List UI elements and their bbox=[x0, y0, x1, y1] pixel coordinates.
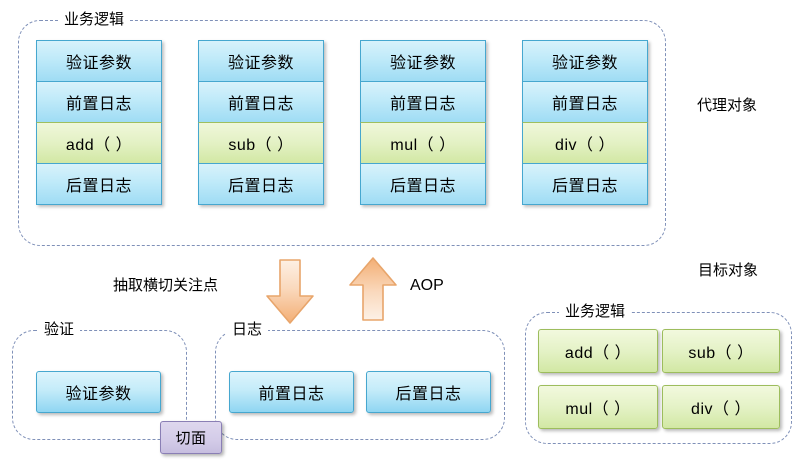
target-group-label: 业务逻辑 bbox=[559, 303, 632, 321]
target-object-label: 目标对象 bbox=[698, 262, 759, 279]
cell-after-log: 后置日志 bbox=[360, 163, 486, 205]
aspect-box-before-log: 前置日志 bbox=[229, 371, 354, 413]
target-method-add: add（ ） bbox=[538, 329, 658, 373]
log-aspect-group bbox=[215, 330, 505, 440]
proxy-object-label: 代理对象 bbox=[697, 97, 758, 114]
target-method-mul: mul（ ） bbox=[538, 385, 658, 429]
target-method-div: div（ ） bbox=[662, 385, 780, 429]
cell-validate-params: 验证参数 bbox=[360, 40, 486, 82]
cell-after-log: 后置日志 bbox=[522, 163, 648, 205]
aspect-box-validate-params: 验证参数 bbox=[36, 371, 161, 413]
cell-before-log: 前置日志 bbox=[360, 81, 486, 123]
cell-validate-params: 验证参数 bbox=[522, 40, 648, 82]
cell-before-log: 前置日志 bbox=[198, 81, 324, 123]
cell-method-div: div（ ） bbox=[522, 122, 648, 164]
extract-crosscutting-label: 抽取横切关注点 bbox=[113, 277, 219, 294]
cell-validate-params: 验证参数 bbox=[198, 40, 324, 82]
proxy-method-stack-mul: 验证参数 前置日志 mul（ ） 后置日志 bbox=[360, 40, 486, 205]
log-group-label: 日志 bbox=[226, 321, 269, 339]
cell-method-sub: sub（ ） bbox=[198, 122, 324, 164]
target-method-sub: sub（ ） bbox=[662, 329, 780, 373]
down-arrow-icon bbox=[264, 258, 316, 326]
cell-method-add: add（ ） bbox=[36, 122, 162, 164]
cell-before-log: 前置日志 bbox=[522, 81, 648, 123]
cell-before-log: 前置日志 bbox=[36, 81, 162, 123]
target-business-logic-group bbox=[525, 312, 792, 444]
cell-after-log: 后置日志 bbox=[36, 163, 162, 205]
aop-label: AOP bbox=[410, 277, 444, 294]
aspect-badge: 切面 bbox=[160, 421, 222, 454]
proxy-business-logic-group bbox=[18, 20, 666, 246]
validate-group-label: 验证 bbox=[38, 321, 81, 339]
validate-aspect-group bbox=[12, 330, 187, 440]
cell-validate-params: 验证参数 bbox=[36, 40, 162, 82]
proxy-method-stack-sub: 验证参数 前置日志 sub（ ） 后置日志 bbox=[198, 40, 324, 205]
cell-method-mul: mul（ ） bbox=[360, 122, 486, 164]
cell-after-log: 后置日志 bbox=[198, 163, 324, 205]
aspect-box-after-log: 后置日志 bbox=[366, 371, 491, 413]
proxy-group-label: 业务逻辑 bbox=[58, 11, 131, 29]
up-arrow-icon bbox=[347, 256, 399, 322]
proxy-method-stack-div: 验证参数 前置日志 div（ ） 后置日志 bbox=[522, 40, 648, 205]
proxy-method-stack-add: 验证参数 前置日志 add（ ） 后置日志 bbox=[36, 40, 162, 205]
